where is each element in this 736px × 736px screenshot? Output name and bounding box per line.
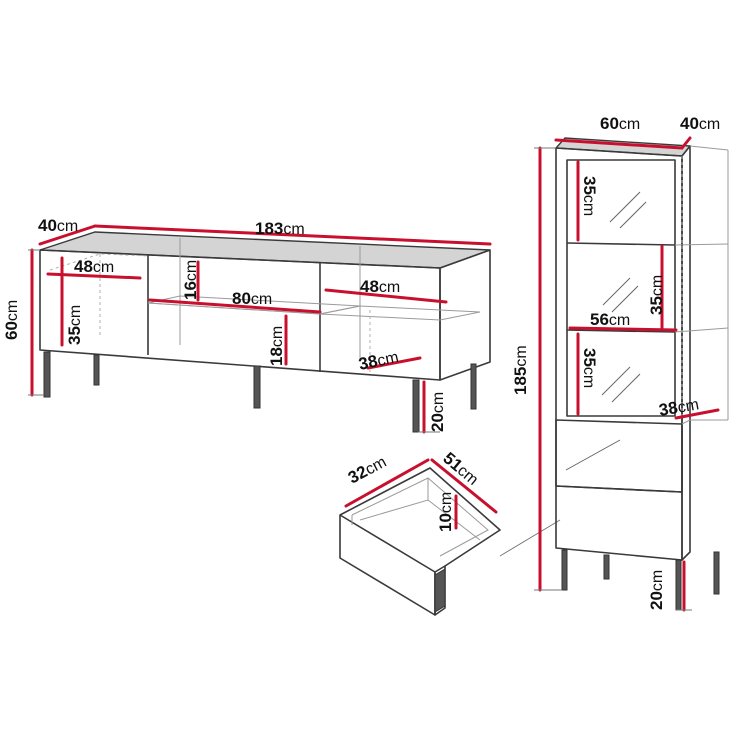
vitrine-dimension-lines bbox=[534, 136, 720, 612]
label-tv-right-depth: 38cm bbox=[357, 347, 400, 374]
label-vitrine-inner-depth: 38cm bbox=[657, 394, 700, 420]
label-tv-right-width: 48cm bbox=[360, 277, 400, 296]
tv-leg bbox=[43, 351, 51, 398]
label-vitrine-leg-height: 20cm bbox=[647, 570, 666, 610]
tv-leg bbox=[93, 354, 100, 386]
label-vitrine-shelf1-height: 35cm bbox=[580, 176, 599, 216]
label-tv-mid-top-height: 16cm bbox=[181, 260, 200, 300]
vitrine-front bbox=[555, 147, 683, 561]
tv-cabinet bbox=[39, 231, 491, 433]
vitrine-side bbox=[681, 145, 691, 561]
label-vitrine-height: 185cm bbox=[511, 345, 530, 395]
tv-leg bbox=[412, 379, 420, 433]
label-tv-leg-height: 20cm bbox=[428, 392, 447, 432]
label-tv-mid-bottom-height: 18cm bbox=[267, 326, 286, 366]
label-vitrine-width: 60cm bbox=[600, 114, 640, 133]
vitrine-leg bbox=[675, 559, 682, 611]
tv-leg bbox=[253, 365, 261, 409]
label-vitrine-depth: 40cm bbox=[680, 114, 720, 133]
label-tv-height: 60cm bbox=[2, 300, 21, 340]
label-tv-length: 183cm bbox=[255, 219, 305, 238]
label-tv-depth: 40cm bbox=[38, 216, 78, 235]
label-drawer-height: 10cm bbox=[436, 492, 455, 532]
label-vitrine-shelf2-height: 35cm bbox=[647, 275, 666, 315]
tv-cabinet-side bbox=[439, 249, 491, 381]
vitrine-leg bbox=[603, 554, 610, 580]
drawer-front bbox=[339, 514, 436, 616]
drawer-dimension-lines bbox=[344, 458, 561, 557]
dimension-labels: 40cm 183cm 48cm 80cm 48cm 38cm 60cm 35cm… bbox=[2, 114, 720, 610]
vitrine-leg bbox=[561, 549, 568, 591]
tv-dimension-lines bbox=[28, 224, 492, 434]
drawer bbox=[339, 467, 501, 616]
label-vitrine-inner-width: 56cm bbox=[590, 310, 630, 329]
label-tv-left-height: 35cm bbox=[65, 305, 84, 345]
vitrine-leg bbox=[713, 551, 720, 595]
label-tv-left-width: 48cm bbox=[74, 257, 114, 276]
tv-leg bbox=[470, 363, 477, 410]
label-vitrine-shelf3-height: 35cm bbox=[580, 348, 599, 388]
label-tv-mid-width: 80cm bbox=[232, 289, 272, 308]
label-drawer-width: 32cm bbox=[345, 452, 389, 488]
